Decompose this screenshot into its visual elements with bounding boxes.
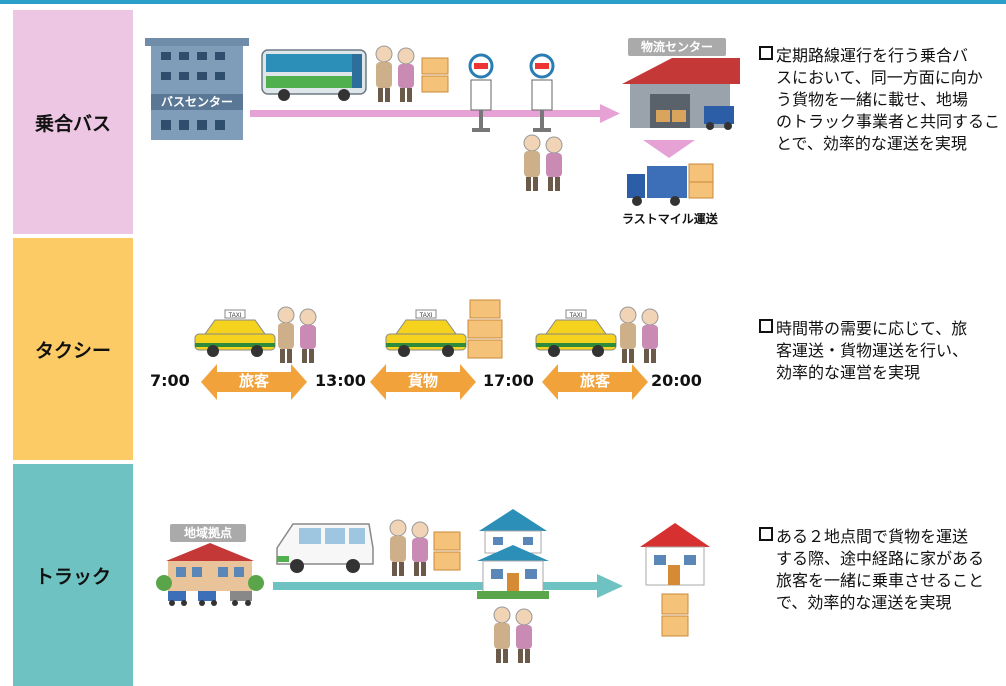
bus-stop-icon	[468, 53, 494, 132]
passenger-period-arrow-2	[542, 364, 648, 400]
elderly-couple-icon-6	[493, 606, 533, 663]
time-label: 20:00	[651, 371, 702, 390]
elderly-couple-icon-2	[523, 134, 563, 191]
time-label: 13:00	[315, 371, 366, 390]
elderly-couple-icon-4	[619, 306, 659, 363]
bus-center-building-icon	[145, 38, 249, 140]
time-label: 17:00	[483, 371, 534, 390]
taxi-icon-2: TAXI	[385, 309, 467, 357]
passenger-segment-label-2: 旅客	[579, 372, 610, 390]
top-accent-line	[0, 0, 1006, 4]
passenger-period-arrow	[201, 364, 307, 400]
cargo-boxes-icon	[421, 57, 449, 93]
last-mile-label: ラストマイル運送	[622, 212, 718, 226]
regional-hub-building-icon	[156, 543, 264, 606]
bus-row-label: 乗合バス	[13, 10, 133, 234]
elderly-couple-icon-3	[277, 306, 317, 363]
cargo-boxes-icon-3	[433, 531, 461, 571]
taxi-roof-sign-text: TAXI	[570, 313, 583, 319]
bullet-box-icon	[759, 527, 773, 541]
taxi-icon: TAXI	[194, 309, 276, 357]
taxi-description: 時間帯の需要に応じて、旅 客運送・貨物運送を行い、 効率的な運営を実現	[759, 318, 1004, 384]
time-label: 7:00	[150, 371, 190, 390]
taxi-row-label-text: タクシー	[34, 339, 111, 362]
truck-description: ある２地点間で貨物を運送 する際、途中経路に家がある 旅客を一緒に乗車させること…	[759, 526, 1004, 614]
bullet-box-icon	[759, 319, 773, 333]
van-icon	[276, 523, 374, 573]
bus-center-sign: バスセンター	[160, 95, 233, 109]
bus-description: 定期路線運行を行う乗合バ スにおいて、同一方面に向か う貨物を一緒に載せ、地場 …	[759, 45, 1004, 155]
bus-route-arrow	[250, 104, 620, 123]
regional-hub-sign: 地域拠点	[170, 524, 246, 542]
taxi-roof-sign-text: TAXI	[229, 313, 242, 319]
truck-row-label: トラック	[13, 464, 133, 686]
cargo-segment-label: 貨物	[407, 372, 438, 390]
truck-route-arrow	[273, 574, 623, 598]
bullet-box-icon	[759, 46, 773, 60]
elderly-couple-icon-5	[389, 519, 429, 576]
truck-row-label-text: トラック	[34, 565, 111, 588]
house-icon	[477, 509, 549, 599]
bus-icon	[261, 49, 367, 101]
cargo-boxes-icon-4	[661, 593, 689, 637]
down-arrow-icon	[643, 140, 695, 158]
logistics-center-sign: 物流センター	[628, 38, 726, 56]
logistics-warehouse-icon	[622, 58, 740, 130]
taxi-roof-sign-text: TAXI	[420, 313, 433, 319]
destination-house-icon	[640, 523, 710, 586]
cargo-period-arrow	[370, 364, 476, 400]
bus-row-label-text: 乗合バス	[34, 112, 111, 135]
taxi-icon-3: TAXI	[535, 309, 617, 357]
delivery-truck-icon	[627, 163, 714, 206]
passenger-segment-label: 旅客	[238, 372, 269, 390]
cargo-boxes-icon-2	[467, 299, 503, 359]
taxi-row-label: タクシー	[13, 238, 133, 460]
elderly-couple-icon	[375, 45, 415, 102]
bus-stop-icon-2	[529, 53, 555, 132]
